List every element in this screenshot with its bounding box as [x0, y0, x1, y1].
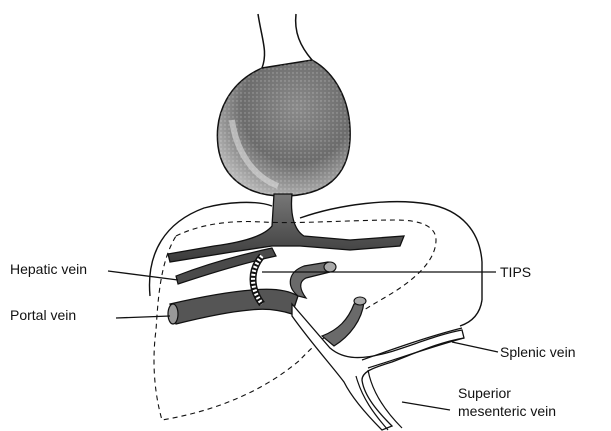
- label-splenic-vein: Splenic vein: [500, 344, 576, 360]
- portal-vein-shape: [168, 289, 298, 324]
- label-portal-vein: Portal vein: [10, 307, 76, 323]
- ivc-trunk: [168, 194, 404, 262]
- tips-stent: [253, 256, 262, 304]
- portal-branches: [290, 262, 366, 346]
- label-hepatic-vein: Hepatic vein: [10, 261, 87, 277]
- atrium-shape: [217, 14, 350, 196]
- label-superior-mesenteric-2: mesenteric vein: [458, 403, 556, 419]
- label-tips: TIPS: [500, 264, 531, 280]
- portal-trunk: [292, 304, 464, 430]
- label-superior-mesenteric-1: Superior: [458, 385, 511, 401]
